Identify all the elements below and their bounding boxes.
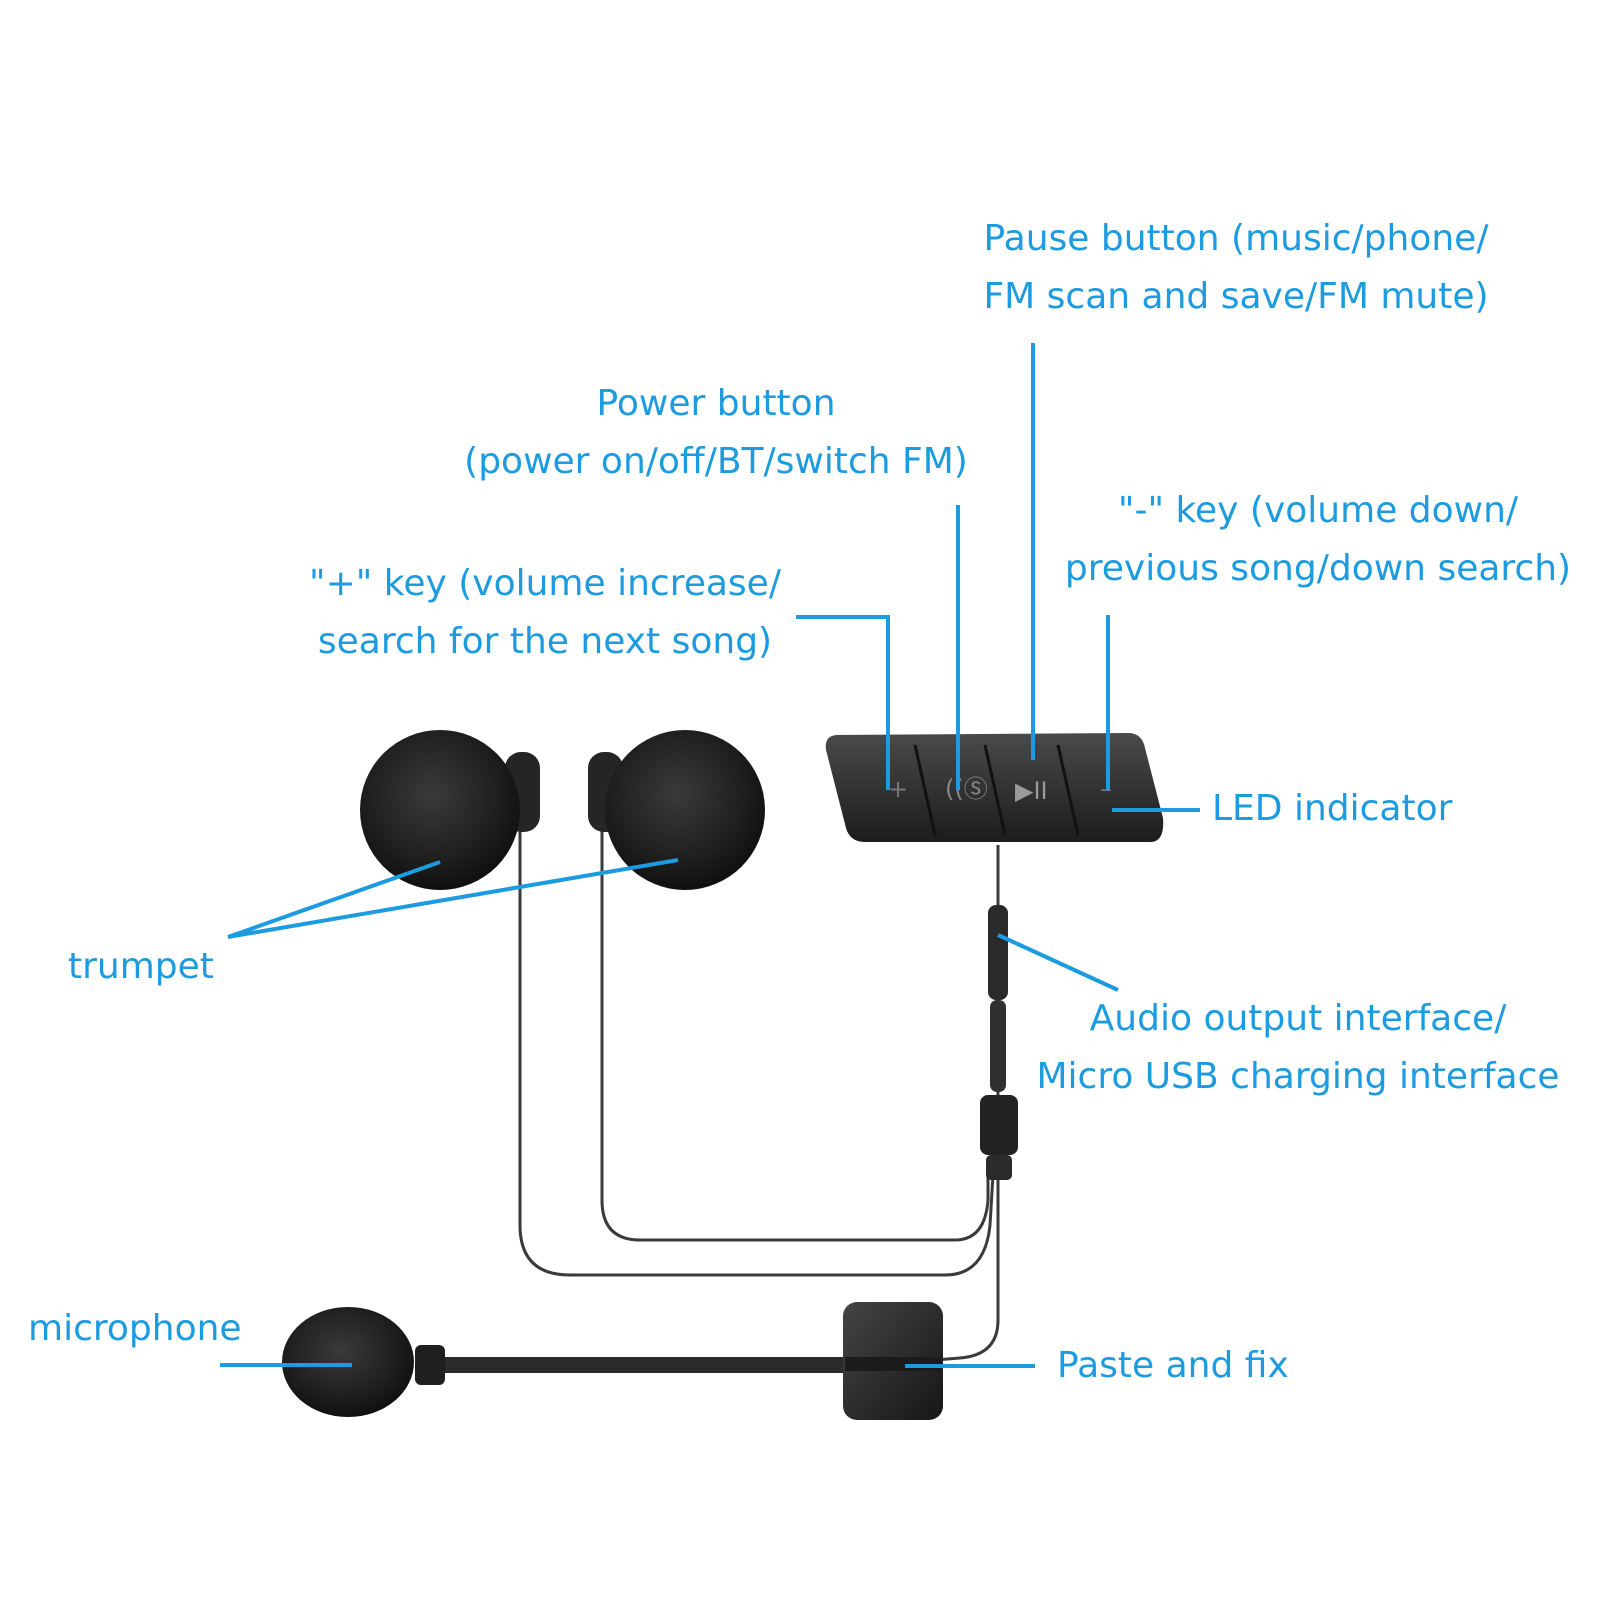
audio-label-line2: Micro USB charging interface xyxy=(1036,1056,1560,1097)
led-indicator-label: LED indicator xyxy=(1212,788,1453,829)
power-label-line1: Power button xyxy=(596,383,836,424)
minus-label-line2: previous song/down search) xyxy=(1064,548,1572,589)
pause-button-label: Pause button (music/phone/ FM scan and s… xyxy=(983,210,1488,326)
plus-leader xyxy=(796,615,890,790)
audio-connector xyxy=(988,905,1008,1092)
microphone-cable xyxy=(934,1175,1000,1362)
audio-interface-label: Audio output interface/ Micro USB chargi… xyxy=(1036,990,1559,1106)
microphone-assembly xyxy=(282,1302,943,1420)
audio-label-line1: Audio output interface/ xyxy=(1089,998,1507,1039)
power-button-glyph: ((Ⓢ xyxy=(945,775,988,803)
plus-key-glyph: + xyxy=(888,775,908,803)
trumpet-leader-left xyxy=(227,860,441,939)
cables xyxy=(518,810,1000,1362)
right-speaker-cable xyxy=(600,820,990,1242)
minus-label-line1: "-" key (volume down/ xyxy=(1117,490,1519,531)
cable-splitter xyxy=(980,1095,1018,1180)
leader-lines xyxy=(220,343,1200,1368)
plus-label-line2: search for the next song) xyxy=(317,621,773,662)
pause-label-line2: FM scan and save/FM mute) xyxy=(983,276,1489,317)
trumpet-label: trumpet xyxy=(68,946,214,987)
pause-label-line1: Pause button (music/phone/ xyxy=(983,218,1489,259)
power-label-line2: (power on/off/BT/switch FM) xyxy=(464,441,968,482)
microphone-foam xyxy=(282,1307,414,1417)
trumpet-leader-right xyxy=(227,858,679,939)
plus-label-line1: "+" key (volume increase/ xyxy=(309,563,781,604)
pause-button-glyph: ▶II xyxy=(1015,777,1048,805)
control-unit: + ((Ⓢ ▶II – xyxy=(825,733,1164,842)
paste-and-fix-label: Paste and fix xyxy=(1057,1345,1289,1386)
power-button-label: Power button (power on/off/BT/switch FM) xyxy=(464,375,968,491)
right-speaker xyxy=(588,730,765,890)
microphone-label: microphone xyxy=(28,1308,242,1349)
left-speaker xyxy=(360,730,540,890)
minus-key-label: "-" key (volume down/ previous song/down… xyxy=(1065,482,1571,598)
audio-leader xyxy=(997,933,1119,992)
left-speaker-cable xyxy=(518,810,995,1277)
microphone-boom xyxy=(440,1357,850,1373)
plus-key-label: "+" key (volume increase/ search for the… xyxy=(309,555,781,671)
